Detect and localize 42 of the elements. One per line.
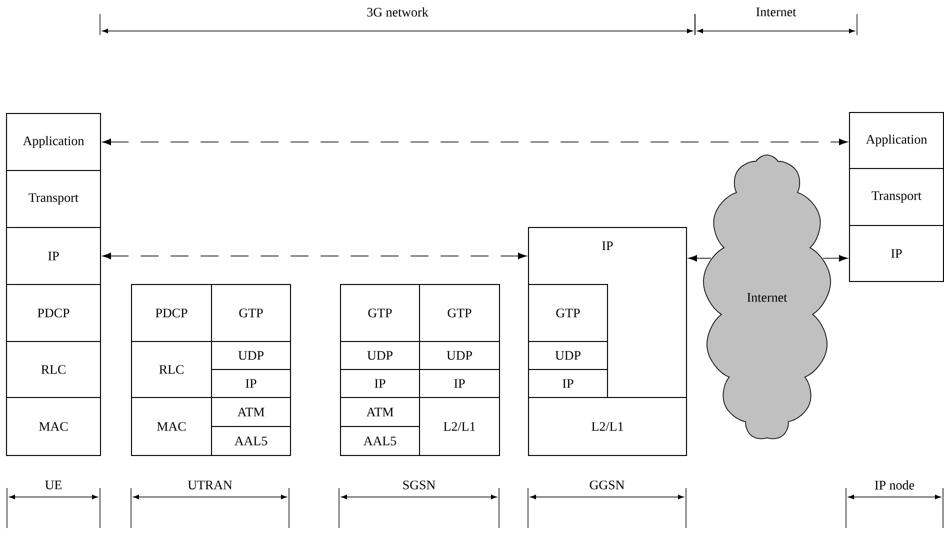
dashed-arrow bbox=[102, 138, 848, 146]
protocol-layer-box: IP bbox=[340, 369, 420, 398]
dimension-label: Internet bbox=[756, 8, 796, 16]
dashed-arrow bbox=[688, 255, 712, 262]
protocol-layer-box: GTP bbox=[211, 284, 291, 342]
protocol-layer-box: AAL5 bbox=[211, 426, 291, 456]
protocol-layer-box: UDP bbox=[340, 341, 420, 370]
protocol-layer-box: UDP bbox=[211, 341, 291, 370]
dimension-label: 3G network bbox=[367, 7, 428, 17]
protocol-layer-box: Application bbox=[849, 112, 944, 169]
protocol-layer-box: UDP bbox=[528, 341, 608, 370]
protocol-layer-box: Transport bbox=[6, 170, 101, 228]
protocol-layer-box: PDCP bbox=[6, 284, 101, 342]
protocol-layer-box: PDCP bbox=[131, 284, 212, 342]
protocol-layer-box: IP bbox=[528, 369, 608, 398]
protocol-layer-box: IP bbox=[6, 227, 101, 285]
protocol-layer-box: GTP bbox=[419, 284, 500, 342]
dashed-arrow bbox=[102, 252, 527, 260]
protocol-layer-box: GTP bbox=[340, 284, 420, 342]
protocol-layer-box: RLC bbox=[6, 341, 101, 398]
protocol-layer-box: MAC bbox=[131, 397, 212, 456]
protocol-layer-box: L2/L1 bbox=[419, 397, 500, 456]
protocol-layer-box: IP bbox=[849, 225, 944, 282]
protocol-layer-box: ATM bbox=[340, 397, 420, 427]
protocol-layer-box: L2/L1 bbox=[528, 397, 687, 456]
dimension-label: GGSN bbox=[590, 480, 624, 490]
protocol-layer-box: IP bbox=[419, 369, 500, 398]
dashed-arrow bbox=[822, 255, 848, 262]
protocol-layer-box: RLC bbox=[131, 341, 212, 398]
protocol-layer-box: GTP bbox=[528, 284, 608, 342]
protocol-layer-box: UDP bbox=[419, 341, 500, 370]
internet-cloud: Internet bbox=[703, 154, 831, 440]
protocol-layer-box: ATM bbox=[211, 397, 291, 427]
protocol-layer-box: Application bbox=[6, 113, 101, 171]
protocol-layer-box: IP bbox=[211, 369, 291, 398]
protocol-layer-box: MAC bbox=[6, 397, 101, 456]
dimension-label: UE bbox=[45, 480, 62, 490]
protocol-layer-box: AAL5 bbox=[340, 426, 420, 456]
dimension-label: SGSN bbox=[403, 480, 436, 490]
dimension-label: IP node bbox=[874, 480, 914, 490]
dimension-label: UTRAN bbox=[188, 480, 232, 490]
protocol-layer-box: Transport bbox=[849, 168, 944, 226]
